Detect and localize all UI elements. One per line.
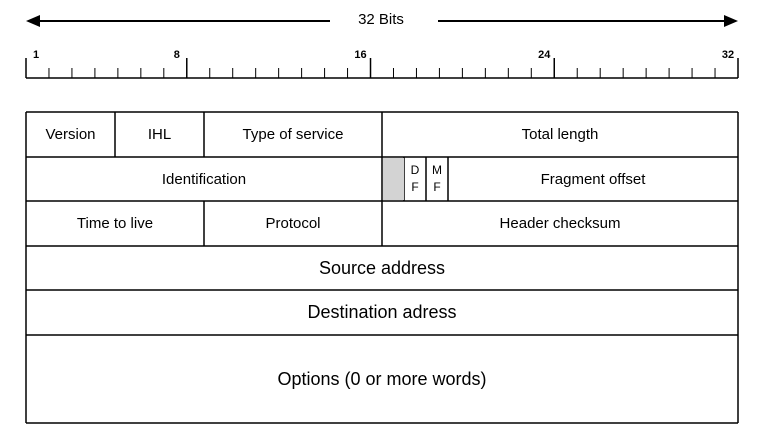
field-source-address: Source address	[318, 257, 446, 278]
diagram-title: 32 Bits	[352, 11, 410, 28]
field-identification: Identification	[161, 170, 247, 188]
bit-ruler	[25, 15, 739, 79]
mf-flag-bottom: F	[433, 180, 441, 194]
df-flag-top: D	[410, 163, 420, 177]
field-header-checksum: Header checksum	[499, 215, 621, 232]
field-type-of-service: Type of service	[242, 126, 344, 143]
field-df-flag: D F	[404, 157, 426, 201]
arrow-right-head	[724, 15, 738, 27]
field-fragment-offset: Fragment offset	[540, 170, 646, 188]
field-options: Options (0 or more words)	[277, 368, 487, 389]
field-ihl: IHL	[147, 126, 172, 143]
field-reserved-bit	[383, 158, 404, 200]
field-protocol: Protocol	[265, 215, 321, 232]
mf-flag-top: M	[432, 163, 442, 177]
field-destination-address: Destination adress	[307, 302, 457, 322]
arrow-left-head	[26, 15, 40, 27]
ruler-label: 16	[354, 49, 367, 61]
ruler-label: 32	[721, 49, 735, 61]
field-version: Version	[45, 126, 96, 143]
ruler-label: 1	[32, 49, 40, 61]
ruler-label: 24	[538, 49, 551, 61]
ruler-label: 8	[173, 49, 180, 61]
field-mf-flag: M F	[426, 157, 448, 201]
field-time-to-live: Time to live	[76, 215, 154, 232]
df-flag-bottom: F	[411, 180, 419, 194]
field-total-length: Total length	[521, 126, 599, 143]
